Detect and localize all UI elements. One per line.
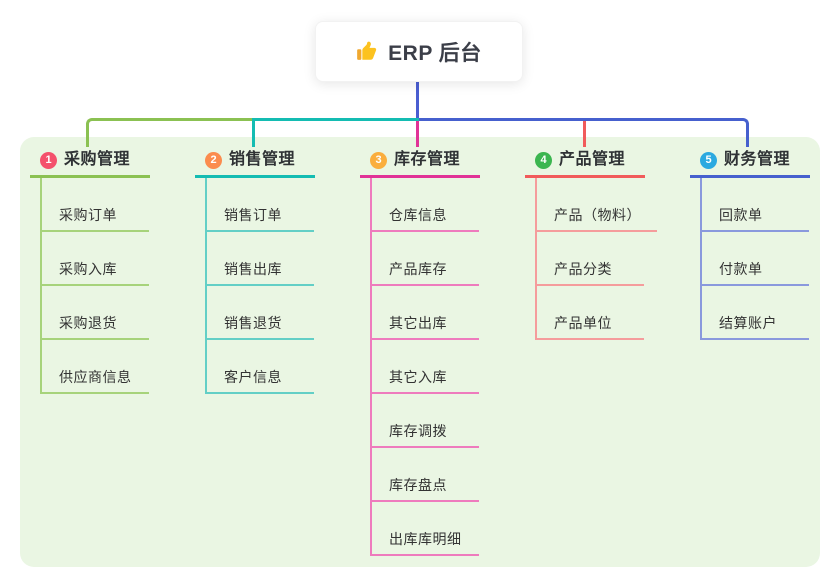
branch-number-badge: 3	[370, 151, 387, 169]
branch-label: 销售管理	[229, 151, 296, 168]
child-node[interactable]: 其它入库	[372, 340, 479, 394]
child-label: 库存调拨	[389, 423, 447, 439]
branch-title[interactable]: 1 采购管理	[30, 148, 150, 178]
branch-1: 1 采购管理采购订单采购入库采购退货供应商信息	[30, 148, 150, 394]
child-node[interactable]: 采购入库	[42, 232, 149, 286]
child-node[interactable]: 采购订单	[42, 178, 149, 232]
connector-branch5	[419, 118, 749, 147]
connector-branch2	[252, 118, 419, 147]
root-stem-line	[416, 82, 419, 119]
child-node[interactable]: 供应商信息	[42, 340, 149, 394]
branch-3: 3 库存管理仓库信息产品库存其它出库其它入库库存调拨库存盘点出库库明细	[360, 148, 480, 556]
branch-title[interactable]: 5 财务管理	[690, 148, 810, 178]
branch-number-badge: 4	[535, 151, 552, 169]
branch-label: 采购管理	[64, 151, 131, 168]
child-node[interactable]: 销售出库	[207, 232, 314, 286]
child-label: 采购订单	[59, 207, 117, 223]
root-label: ERP 后台	[388, 41, 482, 65]
child-label: 供应商信息	[59, 369, 132, 385]
child-node[interactable]: 结算账户	[702, 286, 809, 340]
child-label: 其它出库	[389, 315, 447, 331]
child-node[interactable]: 销售订单	[207, 178, 314, 232]
branch-number-badge: 1	[40, 151, 57, 169]
branch-5: 5 财务管理回款单付款单结算账户	[690, 148, 810, 340]
child-node[interactable]: 仓库信息	[372, 178, 479, 232]
child-node[interactable]: 出库库明细	[372, 502, 479, 556]
child-label: 库存盘点	[389, 477, 447, 493]
child-label: 回款单	[719, 207, 763, 223]
child-label: 销售退货	[224, 315, 282, 331]
branch-number-badge: 5	[700, 151, 717, 169]
connector-branch4	[583, 121, 586, 147]
child-node[interactable]: 其它出库	[372, 286, 479, 340]
branch-2: 2 销售管理销售订单销售出库销售退货客户信息	[195, 148, 315, 394]
branch-number-badge: 2	[205, 151, 222, 169]
connector-branch1	[86, 118, 253, 147]
branch-label: 财务管理	[724, 151, 791, 168]
child-node[interactable]: 采购退货	[42, 286, 149, 340]
child-label: 销售订单	[224, 207, 282, 223]
child-label: 其它入库	[389, 369, 447, 385]
child-label: 产品单位	[554, 315, 612, 331]
branch-children: 产品（物料） 产品分类产品单位	[535, 178, 657, 340]
child-node[interactable]: 产品库存	[372, 232, 479, 286]
child-label: 产品分类	[554, 261, 612, 277]
child-label: 出库库明细	[389, 531, 462, 547]
child-label: 产品库存	[389, 261, 447, 277]
branch-title[interactable]: 3 库存管理	[360, 148, 480, 178]
child-node[interactable]: 产品单位	[537, 286, 644, 340]
child-node[interactable]: 回款单	[702, 178, 809, 232]
child-label: 付款单	[719, 261, 763, 277]
child-label: 客户信息	[224, 369, 282, 385]
branches-panel	[20, 137, 820, 567]
branch-title[interactable]: 4 产品管理	[525, 148, 645, 178]
child-node[interactable]: 产品分类	[537, 232, 644, 286]
child-node[interactable]: 库存调拨	[372, 394, 479, 448]
branch-children: 仓库信息产品库存其它出库其它入库库存调拨库存盘点出库库明细	[370, 178, 480, 556]
connector-branch3	[416, 121, 419, 147]
child-node[interactable]: 付款单	[702, 232, 809, 286]
child-label: 采购入库	[59, 261, 117, 277]
branch-4: 4 产品管理产品（物料） 产品分类产品单位	[525, 148, 657, 340]
branch-children: 回款单付款单结算账户	[700, 178, 810, 340]
child-label: 采购退货	[59, 315, 117, 331]
child-node[interactable]: 销售退货	[207, 286, 314, 340]
child-label: 销售出库	[224, 261, 282, 277]
child-node[interactable]: 库存盘点	[372, 448, 479, 502]
root-node[interactable]: ERP 后台	[315, 21, 523, 82]
branch-children: 销售订单销售出库销售退货客户信息	[205, 178, 315, 394]
thumbs-up-icon	[356, 40, 379, 63]
child-label: 结算账户	[719, 315, 777, 331]
branch-label: 库存管理	[394, 151, 461, 168]
child-node[interactable]: 产品（物料）	[537, 178, 657, 232]
branch-children: 采购订单采购入库采购退货供应商信息	[40, 178, 150, 394]
child-node[interactable]: 客户信息	[207, 340, 314, 394]
branch-title[interactable]: 2 销售管理	[195, 148, 315, 178]
child-label: 仓库信息	[389, 207, 447, 223]
child-label: 产品（物料）	[554, 207, 641, 223]
branch-label: 产品管理	[559, 151, 626, 168]
